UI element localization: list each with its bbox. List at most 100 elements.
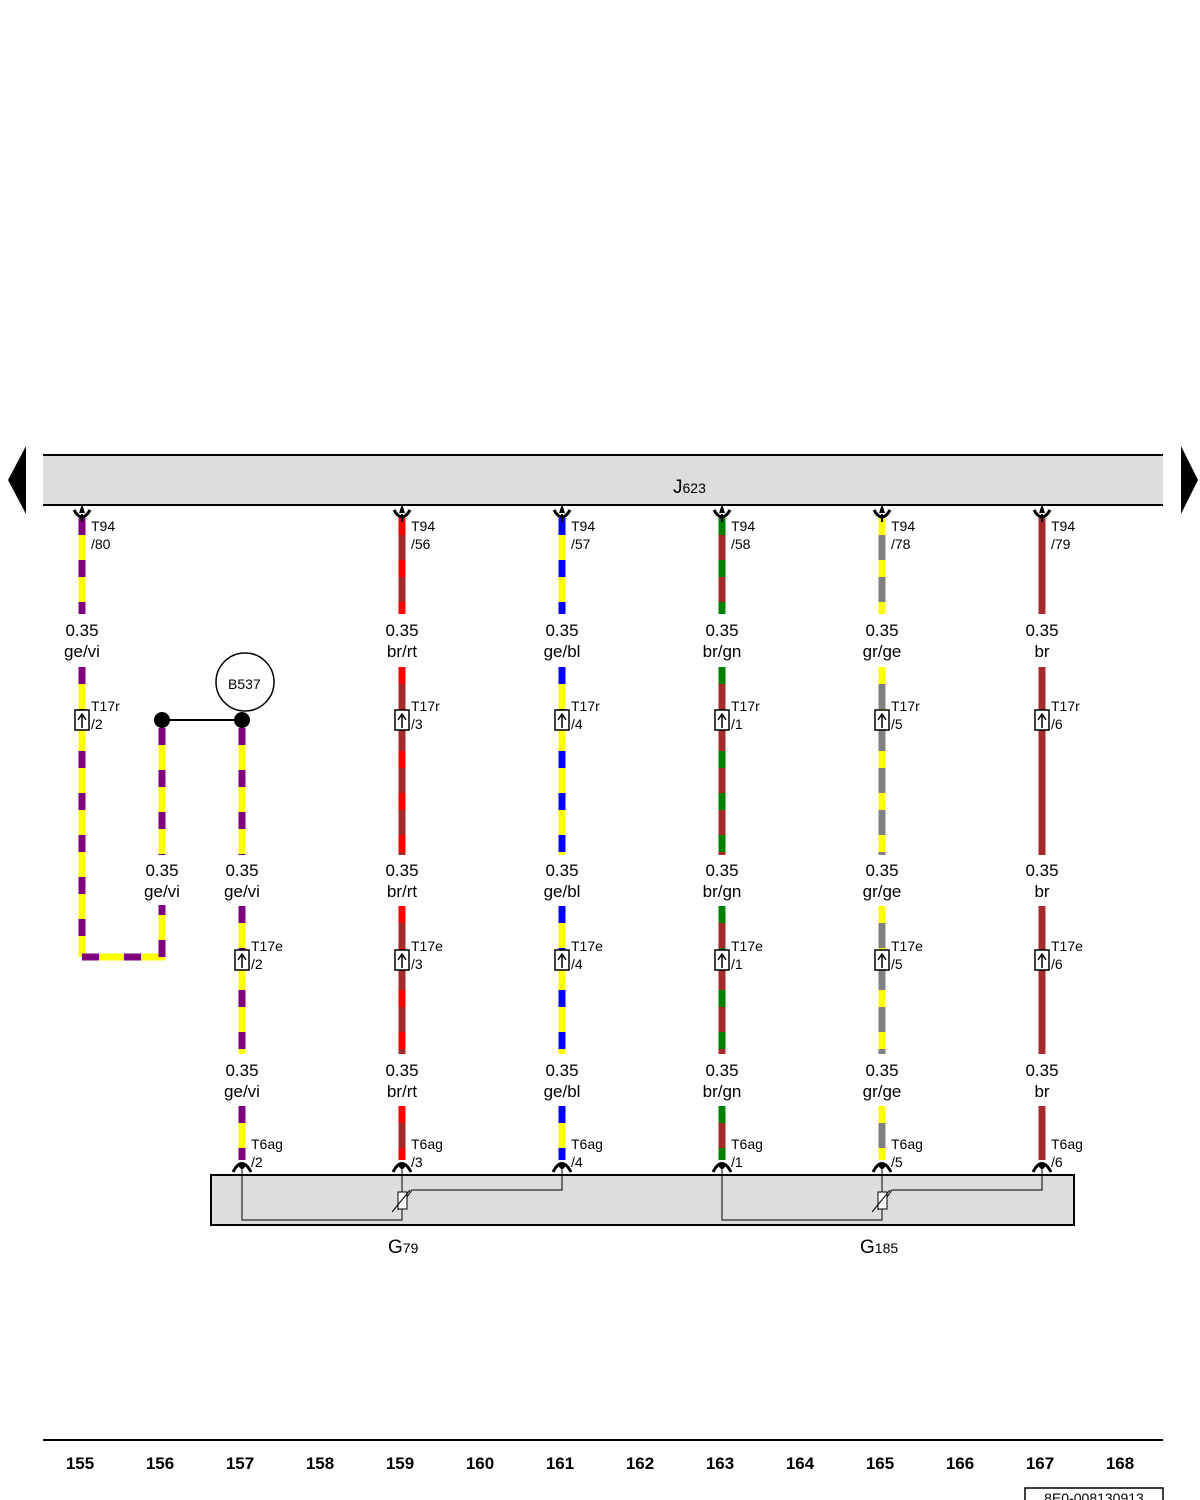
connector-label: T6ag: [411, 1136, 443, 1152]
connector-pin-label: /80: [91, 536, 111, 552]
connector-pin-label: /3: [411, 1154, 423, 1170]
connector-plug-icon: [394, 709, 410, 731]
connector-label: T94: [91, 518, 115, 534]
column-number: 164: [786, 1454, 815, 1473]
connector-pin-label: /5: [891, 1154, 903, 1170]
wire-color-label: br/gn: [703, 1082, 742, 1101]
connector-pin-label: /4: [571, 716, 583, 732]
connector-label: T17e: [411, 938, 443, 954]
connector-pin-label: /57: [571, 536, 591, 552]
connector-label: T6ag: [731, 1136, 763, 1152]
wire-color-label: br/rt: [387, 1082, 418, 1101]
connector-top-icon: [872, 504, 892, 522]
wire-color-label: br: [1034, 1082, 1049, 1101]
connector-pin-label: /1: [731, 716, 743, 732]
connector-label: T94: [1051, 518, 1075, 534]
wire-size-label: 0.35: [1025, 621, 1058, 640]
wire-color-label: br: [1034, 642, 1049, 661]
connector-label: T17r: [1051, 698, 1080, 714]
wire-size-label: 0.35: [865, 861, 898, 880]
connector-label: T6ag: [251, 1136, 283, 1152]
connector-bottom-icon: [711, 1162, 733, 1173]
control-unit-name: J623: [673, 477, 706, 498]
wire-size-label: 0.35: [225, 861, 258, 880]
connector-label: T6ag: [571, 1136, 603, 1152]
connector-pin-label: /5: [891, 716, 903, 732]
wire-size-label: 0.35: [865, 1061, 898, 1080]
column-number: 155: [66, 1454, 94, 1473]
wire-color-label: ge/bl: [544, 642, 581, 661]
column-number: 158: [306, 1454, 334, 1473]
connector-top-icon: [712, 504, 732, 522]
connector-plug-icon: [714, 949, 730, 971]
connector-plug-icon: [394, 949, 410, 971]
connector-pin-label: /4: [571, 956, 583, 972]
wire-labels: 0.35 ge/vi 0.35 br/rt 0.35 ge/bl 0.35 br…: [64, 621, 1059, 1101]
connector-pin-label: /2: [91, 716, 103, 732]
connector-top-icon: [1032, 504, 1052, 522]
column-number: 161: [546, 1454, 574, 1473]
connector-label: T17r: [731, 698, 760, 714]
connector-pin-label: /6: [1051, 1154, 1063, 1170]
wire-color-label: ge/vi: [224, 882, 260, 901]
connector-pin-label: /2: [251, 1154, 263, 1170]
sensor-housing-box: [210, 1174, 1075, 1226]
connector-label: T17e: [251, 938, 283, 954]
triangle-left-icon[interactable]: [8, 446, 26, 514]
connector-label: T17e: [571, 938, 603, 954]
sensor-g79-potentiometer-icon: [391, 1189, 411, 1213]
wire-color-label: br/gn: [703, 642, 742, 661]
connector-plug-icon: [234, 949, 250, 971]
wire-color-label: ge/bl: [544, 882, 581, 901]
connector-label: T17r: [91, 698, 120, 714]
connector-label: T94: [571, 518, 595, 534]
wire-color-label: ge/vi: [224, 1082, 260, 1101]
wire-color-label: ge/vi: [64, 642, 100, 661]
triangle-right-icon[interactable]: [1181, 446, 1198, 514]
junction-dot-right: [234, 712, 250, 728]
connector-label: T94: [731, 518, 755, 534]
column-number: 167: [1026, 1454, 1054, 1473]
connector-bottom-icon: [1031, 1162, 1053, 1173]
connector-bottom-icon: [871, 1162, 893, 1173]
wire-color-label: br/gn: [703, 882, 742, 901]
wire-size-label: 0.35: [65, 621, 98, 640]
wire-size-label: 0.35: [705, 621, 738, 640]
document-id-box: [1024, 1487, 1164, 1500]
junction-b537: B537: [154, 652, 275, 728]
wire-color-label: gr/ge: [863, 882, 902, 901]
connector-pin-label: /3: [411, 956, 423, 972]
column-number: 165: [866, 1454, 894, 1473]
connector-plug-icon: [554, 709, 570, 731]
connector-pin-label: /2: [251, 956, 263, 972]
connector-plug-icon: [1034, 709, 1050, 731]
wire-color-label: gr/ge: [863, 1082, 902, 1101]
wire-color-label: gr/ge: [863, 642, 902, 661]
column-number: 157: [226, 1454, 254, 1473]
column-number: 163: [706, 1454, 734, 1473]
connector-top-icon: [72, 504, 92, 522]
connector-plug-icon: [74, 709, 90, 731]
wire-size-label: 0.35: [705, 861, 738, 880]
connector-pin-label: /78: [891, 536, 911, 552]
connector-label: T17r: [411, 698, 440, 714]
wire-size-label: 0.35: [545, 861, 578, 880]
wire-size-label: 0.35: [145, 861, 178, 880]
wire-size-label: 0.35: [1025, 861, 1058, 880]
connector-pin-label: /4: [571, 1154, 583, 1170]
connector-pin-label: /1: [731, 1154, 743, 1170]
junction-label: B537: [228, 676, 261, 692]
wire-color-label: ge/vi: [144, 882, 180, 901]
connector-plug-icon: [554, 949, 570, 971]
connector-pin-label: /79: [1051, 536, 1071, 552]
wire-size-label: 0.35: [385, 1061, 418, 1080]
column-number: 156: [146, 1454, 174, 1473]
connector-pin-label: /6: [1051, 956, 1063, 972]
sensor-g185-potentiometer-icon: [871, 1189, 891, 1213]
column-number: 166: [946, 1454, 974, 1473]
connector-pin-label: /1: [731, 956, 743, 972]
connector-bottom-icon: [391, 1162, 413, 1173]
connector-label: T94: [411, 518, 435, 534]
